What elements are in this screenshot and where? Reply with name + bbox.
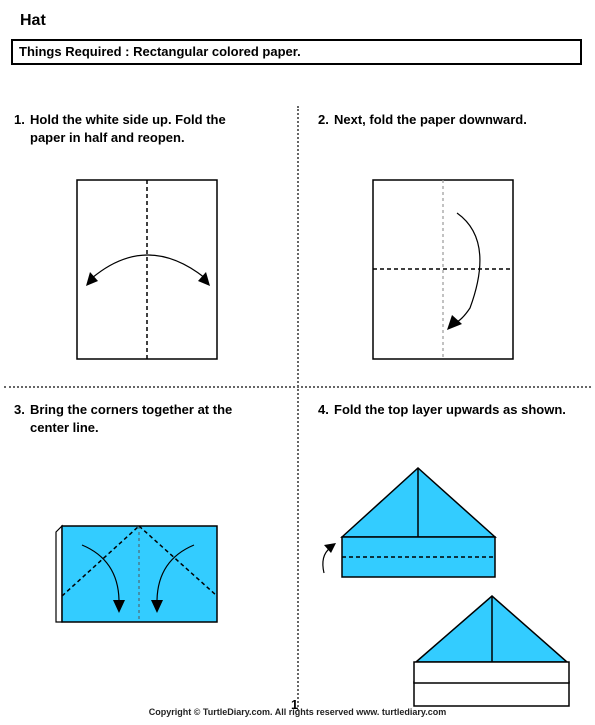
copyright-footer: Copyright © TurtleDiary.com. All rights … (148, 707, 447, 717)
step-1-number: 1. (14, 112, 25, 127)
step-2-line1: Next, fold the paper downward. (334, 112, 527, 127)
step-3-right-arrow (156, 544, 195, 601)
step-3-number: 3. (14, 402, 25, 417)
step-1-arrowhead-right (198, 272, 210, 286)
step-1-instruction: 1. Hold the white side up. Fold the paper… (14, 111, 226, 147)
step-1-line1: Hold the white side up. Fold the (30, 112, 226, 127)
page-number: 1 (291, 697, 299, 712)
page-title: Hat (20, 12, 46, 29)
step-4-final-brim (413, 661, 570, 684)
step-4-number: 4. (318, 402, 329, 417)
step-4-curl-arrowhead (324, 543, 336, 553)
step-3-instruction: 3. Bring the corners together at the cent… (14, 401, 232, 437)
step-2-instruction: 2. Next, fold the paper downward. (318, 111, 527, 129)
vertical-dotted-divider (297, 106, 299, 711)
step-3-line1: Bring the corners together at the (30, 402, 233, 417)
step-3-left-arrowhead (113, 600, 125, 613)
step-4-line1: Fold the top layer upwards as shown. (334, 402, 566, 417)
horizontal-dotted-divider (4, 386, 591, 388)
step-3-line2: center line. (30, 420, 99, 435)
step-4-instruction: 4. Fold the top layer upwards as shown. (318, 401, 566, 419)
step-4-final-white-band (413, 681, 570, 707)
step-2-number: 2. (318, 112, 329, 127)
things-required-box: Things Required : Rectangular colored pa… (11, 39, 582, 65)
step-3-left-arrow (81, 544, 120, 601)
step-2-arrowhead (447, 315, 462, 330)
requirements-value: Rectangular colored paper. (133, 44, 301, 59)
step-3-left-corner-fold-line (61, 525, 140, 597)
step-3-right-corner-fold-line (138, 525, 218, 597)
step-1-arc-arrow (91, 254, 206, 279)
step-2-down-arrow (454, 212, 481, 324)
step-1-arrowhead-left (86, 272, 98, 286)
step-1-line2: paper in half and reopen. (30, 130, 185, 145)
step-3-right-arrowhead (151, 600, 163, 613)
requirements-label: Things Required : (19, 44, 130, 59)
